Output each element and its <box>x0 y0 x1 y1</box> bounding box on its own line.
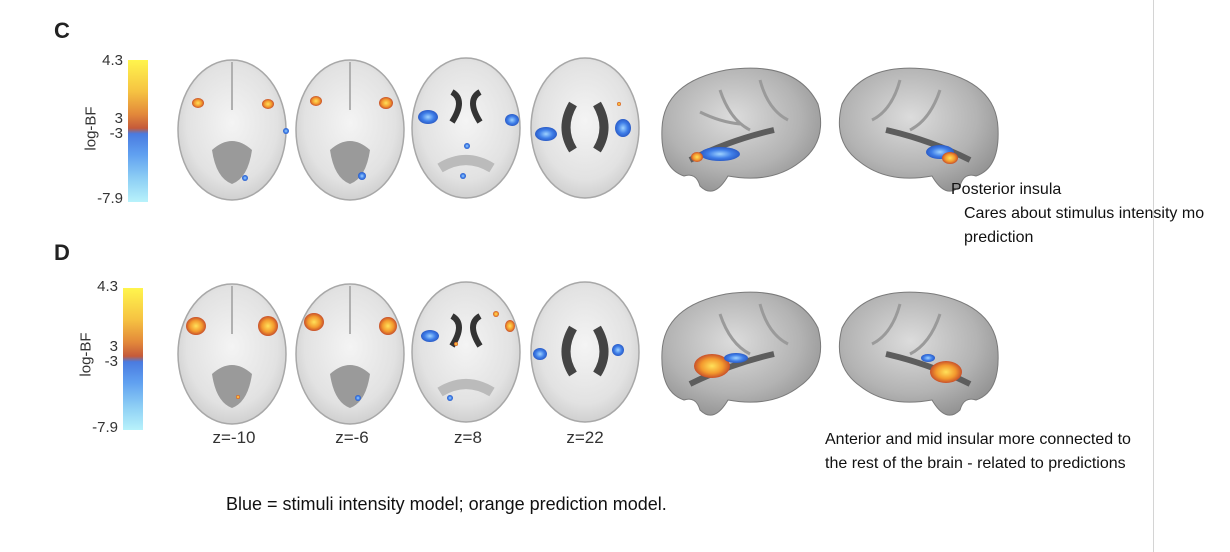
note-posterior-line2: prediction <box>964 229 1034 246</box>
panel-letter-c: C <box>54 18 70 43</box>
axial-slice-c-1 <box>177 59 289 201</box>
slice-label-4: z=22 <box>566 428 604 447</box>
page-margin-rule <box>1153 0 1154 552</box>
slice-label-2: z=-6 <box>335 428 369 447</box>
colorbar-c-tick-pos: 3 <box>114 110 123 127</box>
colorbar-d-tick-neg: -3 <box>104 353 118 370</box>
colorbar-d <box>123 288 143 430</box>
note-anterior-line2: the rest of the brain - related to predi… <box>825 455 1126 472</box>
surface-left-c <box>661 67 822 192</box>
colorbar-c-tick-max: 4.3 <box>102 52 123 69</box>
colorbar-d-tick-pos: 3 <box>109 338 118 355</box>
colorbar-d-tick-max: 4.3 <box>97 278 118 295</box>
note-posterior-line1: Cares about stimulus intensity mo <box>964 205 1205 222</box>
slice-label-3: z=8 <box>454 428 482 447</box>
axial-slice-d-2 <box>295 283 405 425</box>
colorbar-c-tick-neg: -3 <box>109 125 123 142</box>
colorbar-c <box>128 60 148 202</box>
surface-right-c <box>838 67 999 192</box>
axial-slice-d-1 <box>177 283 287 425</box>
panel-letter-d: D <box>54 240 70 265</box>
axial-slice-c-4 <box>530 57 640 199</box>
surface-right-d <box>838 291 999 416</box>
note-posterior-clip: Cares about stimulus intensity mo <box>964 202 1230 226</box>
note-posterior-title: Posterior insula <box>951 181 1062 198</box>
colorbar-c-tick-min: -7.9 <box>97 190 123 207</box>
colorbar-d-tick-min: -7.9 <box>92 419 118 436</box>
slice-label-1: z=-10 <box>212 428 256 447</box>
note-anterior-line1: Anterior and mid insular more connected … <box>825 431 1131 448</box>
axial-slice-d-4 <box>530 281 640 423</box>
axial-slice-c-2 <box>295 59 405 201</box>
figure-caption: Blue = stimuli intensity model; orange p… <box>226 494 667 514</box>
colorbar-d-label: log-BF <box>77 332 95 377</box>
axial-slice-d-3 <box>411 281 521 423</box>
axial-slice-c-3 <box>411 57 521 199</box>
surface-left-d <box>661 291 822 416</box>
